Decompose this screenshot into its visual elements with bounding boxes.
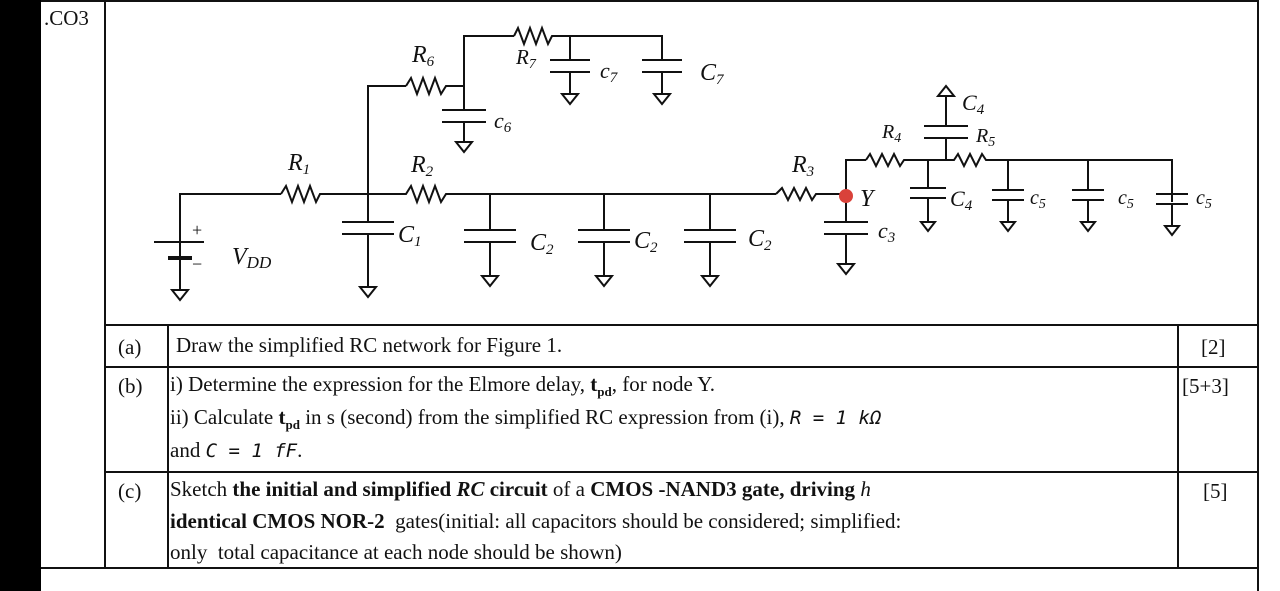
c7a-label: c7	[600, 58, 619, 86]
capacitor-c6	[442, 86, 486, 154]
row-c-marks: [5]	[1203, 479, 1228, 503]
question-id: .CO3	[44, 6, 89, 30]
table-border-top	[41, 0, 1259, 2]
row-b-letter: (b)	[118, 374, 143, 398]
row-a-letter: (a)	[118, 335, 142, 359]
left-black-margin	[0, 0, 41, 591]
r4-label: R4	[881, 121, 901, 146]
row-c-line2: identical CMOS NOR-2 gates(initial: all …	[170, 509, 902, 533]
rc-circuit-figure: VDD + − R1 R2 R3 R4 R5 R6 R7 C1 C2 C2 C2…	[154, 25, 1212, 302]
tpd-symbol: tpd	[590, 372, 612, 400]
supply-arrow-icon	[935, 84, 957, 97]
c1-label: C1	[398, 222, 422, 250]
resistor-r7	[513, 25, 663, 60]
c2a-label: C2	[530, 230, 554, 258]
resistor-r4	[865, 151, 946, 169]
node-y-dot	[839, 189, 853, 203]
ground-icon	[651, 93, 673, 106]
row-b-marks: [5+3]	[1182, 374, 1229, 398]
ground-icon	[918, 221, 938, 233]
capacitor-c5a	[1072, 160, 1104, 233]
vdd-source	[154, 193, 281, 302]
vdd-label: VDD	[232, 244, 272, 272]
ground-icon	[1162, 225, 1182, 237]
table-rule	[41, 567, 1259, 569]
row-a-text: Draw the simplified RC network for Figur…	[176, 333, 563, 357]
row-c-line3: only total capacitance at each node shou…	[170, 540, 622, 564]
r6-label: R6	[411, 42, 435, 70]
c7b-label: C7	[700, 60, 725, 88]
ground-icon	[357, 286, 379, 299]
capacitor-c4-bottom	[910, 160, 946, 233]
r1-label: R1	[287, 150, 310, 178]
r3-label: R3	[791, 152, 814, 180]
row-a-marks: [2]	[1201, 335, 1226, 359]
ground-icon	[699, 275, 721, 288]
ground-icon	[169, 289, 191, 302]
node-y-label: Y	[860, 186, 876, 212]
row-b-line1: i) Determine the expression for the Elmo…	[170, 372, 715, 400]
resistor-r1	[280, 183, 368, 205]
ground-icon	[453, 141, 475, 154]
capacitor-c2c	[684, 194, 736, 288]
table-border	[104, 0, 106, 568]
plus-label: +	[192, 220, 202, 240]
minus-label: −	[192, 254, 202, 274]
c5a-label: c5	[1030, 187, 1046, 212]
r2-label: R2	[410, 152, 434, 180]
c4-bottom-label: C4	[950, 186, 973, 214]
r7-label: R7	[515, 45, 537, 72]
ground-icon	[835, 263, 857, 276]
ground-icon	[559, 93, 581, 106]
row-b-line3: and C = 1 fF.	[170, 438, 303, 462]
capacitor-c2b	[578, 194, 630, 288]
ground-icon	[479, 275, 501, 288]
row-b-line2: ii) Calculate tpd in s (second) from the…	[170, 405, 882, 433]
table-rule	[105, 471, 1259, 473]
ground-icon	[593, 275, 615, 288]
table-rule	[105, 324, 1259, 326]
c5b-label: c5	[1118, 187, 1134, 212]
resistor-r2	[368, 183, 776, 205]
capacitor-c1	[342, 194, 394, 299]
c5c-label: c5	[1196, 187, 1212, 212]
resistor-r5	[946, 151, 1173, 194]
resistor-r3	[775, 185, 846, 203]
c3-label: c3	[878, 218, 895, 246]
c2b-label: C2	[634, 228, 658, 256]
c2c-label: C2	[748, 226, 772, 254]
row-c-letter: (c)	[118, 479, 142, 503]
table-border-right	[1257, 0, 1259, 591]
table-border	[1177, 324, 1179, 568]
capacitor-c7b	[642, 59, 682, 106]
capacitor-c4-second	[992, 160, 1024, 233]
c6-label: c6	[494, 108, 512, 136]
capacitor-c4-top	[924, 84, 968, 160]
resistor-r6	[405, 75, 464, 97]
ground-icon	[1078, 221, 1098, 233]
capacitor-c2a	[464, 194, 516, 288]
r5-label: R5	[975, 125, 995, 150]
table-rule	[105, 366, 1259, 368]
table-border	[167, 324, 169, 568]
capacitor-c5b	[1156, 193, 1188, 237]
row-c-line1: Sketch the initial and simplified RC cir…	[170, 477, 871, 501]
c4-top-label: C4	[962, 90, 985, 118]
capacitor-c7a	[550, 36, 590, 106]
ground-icon	[998, 221, 1018, 233]
